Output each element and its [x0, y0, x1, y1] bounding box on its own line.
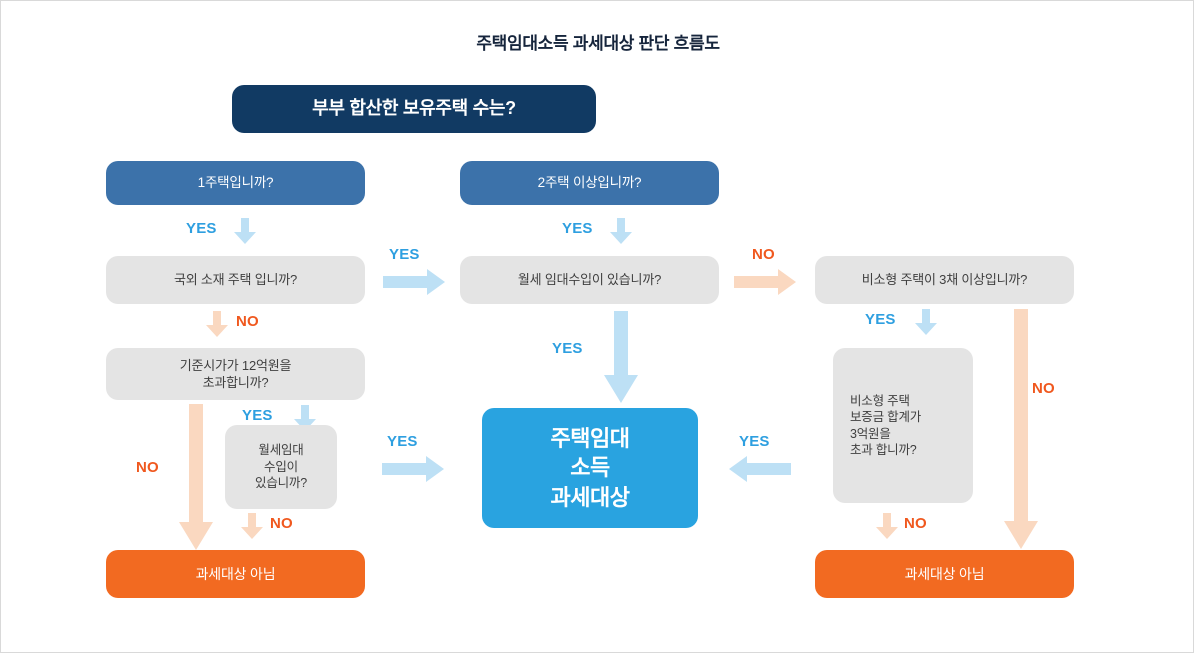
node-overseas[interactable]: 국외 소재 주택 입니까?	[106, 256, 365, 304]
edge-label-overseas-to-monthly-center: YES	[389, 246, 420, 263]
edge-label-one-house-to-overseas: YES	[186, 220, 217, 237]
arrow-overseas-to-price	[206, 311, 228, 337]
arrow-overseas-to-monthly-center	[383, 269, 445, 295]
page-title: 주택임대소득 과세대상 판단 흐름도	[476, 34, 720, 53]
node-two-or-more[interactable]: 2주택 이상입니까?	[460, 161, 719, 205]
arrow-monthly-center-to-taxable	[604, 311, 638, 403]
edge-label-price-to-not-taxable-left: NO	[136, 459, 159, 476]
node-monthly-rent-center[interactable]: 월세 임대수입이 있습니까?	[460, 256, 719, 304]
edge-label-small-rent-to-taxable: YES	[387, 433, 418, 450]
edge-label-price-to-small-rent: YES	[242, 407, 273, 424]
node-non-small-three[interactable]: 비소형 주택이 3채 이상입니까?	[815, 256, 1074, 304]
arrow-non-small-to-not-taxable-right	[1004, 309, 1038, 549]
arrow-monthly-center-to-non-small	[734, 269, 796, 295]
node-not-taxable-left[interactable]: 과세대상 아님	[106, 550, 365, 598]
arrow-small-rent-to-not-taxable-left	[241, 513, 263, 539]
edge-label-deposit-to-not-taxable-right: NO	[904, 515, 927, 532]
arrow-two-or-more-to-monthly-center	[610, 218, 632, 244]
node-monthly-rent-small[interactable]: 월세임대 수입이 있습니까?	[225, 425, 337, 509]
node-price-over-12[interactable]: 기준시가가 12억원을 초과합니까?	[106, 348, 365, 400]
edge-label-overseas-to-price: NO	[236, 313, 259, 330]
node-one-house[interactable]: 1주택입니까?	[106, 161, 365, 205]
edge-label-two-or-more-to-monthly-center: YES	[562, 220, 593, 237]
arrow-price-to-small-rent	[294, 405, 316, 431]
edge-label-monthly-center-to-taxable: YES	[552, 340, 583, 357]
node-deposit-over-3[interactable]: 비소형 주택 보증금 합계가 3억원을 초과 합니까?	[833, 348, 973, 503]
arrow-one-house-to-overseas	[234, 218, 256, 244]
edge-label-deposit-to-taxable: YES	[739, 433, 770, 450]
arrow-price-to-not-taxable-left	[179, 404, 213, 550]
arrow-deposit-to-not-taxable-right	[876, 513, 898, 539]
node-root[interactable]: 부부 합산한 보유주택 수는?	[232, 85, 596, 133]
node-not-taxable-right[interactable]: 과세대상 아님	[815, 550, 1074, 598]
edge-label-small-rent-to-not-taxable-left: NO	[270, 515, 293, 532]
edge-label-non-small-to-deposit: YES	[865, 311, 896, 328]
edge-label-monthly-center-to-non-small: NO	[752, 246, 775, 263]
arrow-small-rent-to-taxable	[382, 456, 444, 482]
arrow-non-small-to-deposit	[915, 309, 937, 335]
node-taxable[interactable]: 주택임대 소득 과세대상	[482, 408, 698, 528]
edge-label-non-small-to-not-taxable-right: NO	[1032, 380, 1055, 397]
arrow-deposit-to-taxable	[729, 456, 791, 482]
